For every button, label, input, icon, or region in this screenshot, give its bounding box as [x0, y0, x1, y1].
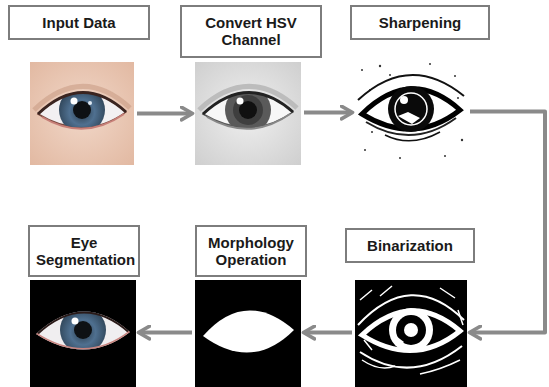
binary-eye: [355, 280, 467, 387]
flow-arrow: [140, 331, 192, 335]
step-label: Binarization: [367, 237, 453, 254]
step-label-box: Sharpening: [350, 5, 490, 40]
process-step: Sharpening: [355, 58, 467, 165]
step-label: Sharpening: [379, 14, 462, 31]
step-label-box: Morphology Operation: [195, 225, 307, 278]
sharpened-eye: [355, 58, 467, 165]
flow-arrow: [137, 112, 191, 116]
input-eye: [30, 62, 134, 165]
flow-arrow: [470, 112, 545, 333]
step-label: Convert HSV Channel: [205, 14, 297, 48]
process-step: Eye Segmentation: [30, 280, 136, 385]
process-step: Binarization: [355, 280, 467, 385]
process-step: Convert HSV Channel: [195, 62, 301, 165]
step-label-box: Binarization: [345, 228, 475, 263]
step-label: Eye Segmentation: [36, 234, 135, 268]
segmented-eye: [30, 280, 136, 387]
process-step: Input Data: [30, 62, 134, 165]
step-label: Morphology Operation: [208, 234, 294, 268]
step-label-box: Eye Segmentation: [28, 225, 140, 278]
morphology-mask: [195, 280, 301, 387]
step-label: Input Data: [42, 14, 115, 31]
process-step: Morphology Operation: [195, 280, 301, 385]
flow-arrow: [304, 111, 351, 115]
flow-arrow: [305, 331, 352, 335]
hsv-eye: [195, 62, 301, 165]
step-label-box: Input Data: [8, 5, 150, 40]
step-label-box: Convert HSV Channel: [180, 5, 322, 58]
